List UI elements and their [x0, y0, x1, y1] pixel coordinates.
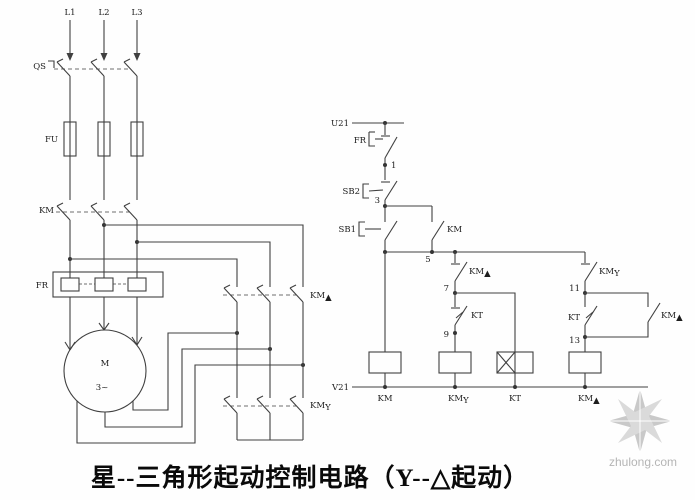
supply-lines	[66, 20, 141, 61]
sb2-stop-button-symbol	[362, 180, 432, 218]
label-km-delta-bank-base: KM	[310, 291, 325, 301]
watermark-text: zhulong.com	[608, 455, 678, 469]
label-km-delta-bank: KM▲	[310, 291, 332, 303]
label-km-delta-nc: KM▲	[469, 267, 491, 279]
wire-number-9: 9	[444, 330, 449, 340]
y-subscript: Y	[613, 269, 620, 279]
label-sb2: SB2	[343, 187, 360, 197]
km-delta-nc-interlock	[451, 252, 516, 352]
km-main-contacts	[56, 202, 138, 278]
label-sb1: SB1	[339, 225, 356, 235]
motor-phase: 3~	[96, 383, 109, 393]
km-star-nc-interlock	[581, 252, 598, 295]
qs-switch-symbol	[48, 58, 138, 120]
km-delta-contacts	[223, 284, 304, 398]
label-coil-kt: KT	[509, 394, 521, 404]
km-star-contacts	[223, 395, 304, 441]
label-l1: L1	[64, 8, 75, 18]
wire-number-3: 3	[375, 196, 380, 206]
label-km-seal: KM	[447, 225, 462, 235]
triangle-subscript-icon: ▲	[676, 313, 683, 323]
y-subscript: Y	[462, 396, 469, 406]
label-coil-km-delta-base: KM	[578, 394, 593, 404]
wire-number-7: 7	[444, 284, 449, 294]
coil-symbols	[368, 351, 602, 389]
km-seal-in-contact	[431, 206, 445, 252]
sb1-start-button-symbol	[358, 218, 398, 252]
label-rail-top: U21	[331, 119, 349, 129]
label-km-delta-no: KM▲	[661, 311, 683, 323]
label-km-delta-nc-base: KM	[469, 267, 484, 277]
y-subscript: Y	[324, 403, 331, 413]
node5-rail	[383, 250, 585, 352]
label-rail-bottom: V21	[331, 383, 349, 393]
label-qs: QS	[33, 62, 46, 72]
fr-nc-contact	[368, 123, 398, 180]
control-rails	[352, 121, 648, 388]
wire-number-1: 1	[391, 161, 396, 171]
fr-thermal-relay-symbol	[52, 271, 164, 298]
label-km-star-nc: KMY	[599, 267, 620, 279]
fuse-symbols	[63, 120, 144, 200]
power-circuit	[48, 20, 305, 444]
diagram-title: 星--三角形起动控制电路（Y--△起动）	[90, 465, 530, 492]
wire-number-11: 11	[569, 284, 580, 294]
zhulong-logo-icon	[608, 389, 672, 453]
label-fr-contact: FR	[354, 136, 367, 146]
kt-nc-delayed-contact	[451, 293, 468, 352]
triangle-subscript-icon: ▲	[593, 396, 600, 406]
motor-letter: M	[101, 359, 110, 369]
label-coil-km: KM	[377, 394, 392, 404]
triangle-subscript-icon: ▲	[484, 269, 491, 279]
label-fu: FU	[45, 135, 58, 145]
label-coil-km-star: KMY	[448, 394, 469, 406]
label-fr-relay: FR	[36, 281, 49, 291]
label-coil-km-star-base: KM	[448, 394, 463, 404]
control-circuit	[352, 121, 661, 389]
phase-taps	[68, 223, 304, 287]
triangle-subscript-icon: ▲	[325, 293, 332, 303]
label-km-star-bank-base: KM	[310, 401, 325, 411]
wire-number-13: 13	[569, 336, 580, 346]
km-delta-no-seal	[585, 292, 661, 338]
label-kt-nc: KT	[471, 311, 483, 321]
control-labels: U21 V21 FR 1 SB2 3 SB1 KM 5 KM▲ 7 KT 9 K…	[331, 119, 683, 406]
label-km-main: KM	[39, 206, 54, 216]
label-l2: L2	[98, 8, 109, 18]
kt-no-delayed-contact	[583, 293, 598, 352]
label-l3: L3	[131, 8, 142, 18]
label-km-star-nc-base: KM	[599, 267, 614, 277]
label-kt-no: KT	[568, 313, 580, 323]
label-km-delta-no-base: KM	[661, 311, 676, 321]
motor-symbol	[63, 297, 147, 413]
power-labels: L1 L2 L3 QS FU KM FR M 3~ KM▲ KMY	[33, 8, 332, 413]
label-coil-km-delta: KM▲	[578, 394, 600, 406]
wire-number-5: 5	[425, 255, 430, 265]
label-km-star-bank: KMY	[310, 401, 331, 413]
winding-end-wires	[76, 331, 305, 444]
